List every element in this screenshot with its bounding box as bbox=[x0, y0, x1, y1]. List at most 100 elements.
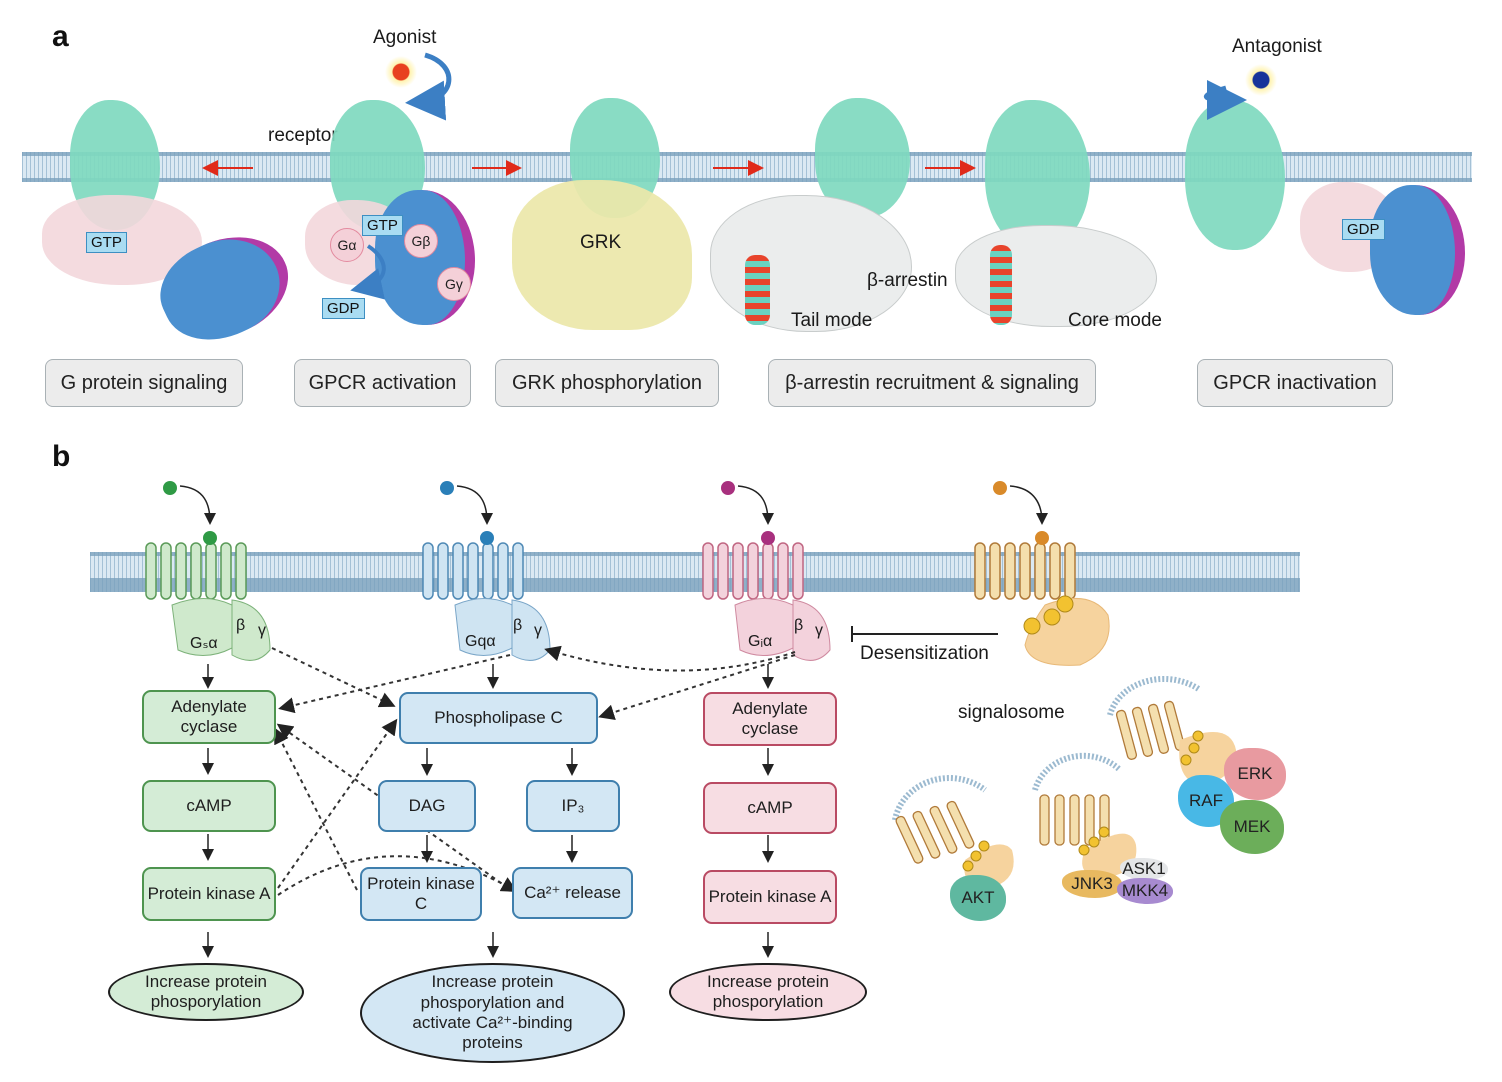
ligand-gq-bound bbox=[480, 531, 494, 545]
gi-protein-kinase-a: Protein kinase A bbox=[703, 870, 837, 924]
ligand-arrow-gq bbox=[456, 485, 493, 525]
antagonist-label: Antagonist bbox=[1232, 36, 1322, 57]
crosstalk-gi-plc bbox=[598, 654, 796, 721]
gs-gamma-label: γ bbox=[258, 622, 266, 639]
gtp-tag-2: GTP bbox=[362, 215, 403, 236]
ggamma-subunit: Gγ bbox=[437, 267, 471, 301]
gdp-tag-6: GDP bbox=[1342, 219, 1385, 240]
signalosome-phospho bbox=[1180, 754, 1192, 766]
gdp-release-arrow bbox=[350, 244, 386, 300]
beta-arrestin-label: β-arrestin bbox=[867, 270, 948, 291]
signalosome-phospho bbox=[962, 860, 974, 872]
agonist-label: Agonist bbox=[373, 27, 437, 48]
gi-alpha-label: Gᵢα bbox=[748, 633, 773, 650]
ligand-gs bbox=[163, 481, 177, 495]
gq-ip3: IP₃ bbox=[526, 780, 620, 832]
gs-beta-label: β bbox=[236, 617, 246, 634]
gq-protein-kinase-c: Protein kinase C bbox=[360, 867, 482, 921]
tail-mode-label: Tail mode bbox=[791, 310, 873, 331]
receptor-desensitized bbox=[974, 542, 1076, 600]
arrestin-core-structure bbox=[955, 225, 1157, 327]
crosstalk-pka-ca bbox=[277, 855, 518, 896]
desensitization-label: Desensitization bbox=[860, 643, 989, 664]
gi-gamma-label: γ bbox=[815, 622, 823, 639]
signalosome-phospho bbox=[970, 850, 982, 862]
gbg-gi bbox=[792, 599, 831, 661]
receptor-core-insert bbox=[990, 245, 1012, 325]
gq-gamma-label: γ bbox=[534, 622, 542, 639]
panel-b-membrane bbox=[90, 552, 1300, 592]
signalosome-receptor-1 bbox=[895, 800, 975, 864]
gtp-tag-1: GTP bbox=[86, 232, 127, 253]
signalosome-phospho bbox=[1188, 742, 1200, 754]
gq-dag: DAG bbox=[378, 780, 476, 832]
ligand-gi bbox=[721, 481, 735, 495]
kinase-mek: MEK bbox=[1220, 800, 1284, 854]
gq-phospholipase-c: Phospholipase C bbox=[399, 692, 598, 744]
ligand-arrow-desens bbox=[1009, 485, 1048, 525]
arrestin-tail-structure bbox=[710, 195, 912, 332]
signalosome-label: signalosome bbox=[958, 702, 1065, 723]
ligand-desens-bound bbox=[1035, 531, 1049, 545]
receptor-label: receptor bbox=[268, 125, 338, 146]
ligand-arrow-gs bbox=[179, 485, 216, 525]
crosstalk-pka-plc bbox=[277, 718, 398, 889]
ligand-desens bbox=[993, 481, 1007, 495]
ligand-gs-bound bbox=[203, 531, 217, 545]
grk-label: GRK bbox=[580, 232, 622, 253]
ligand-gi-bound bbox=[761, 531, 775, 545]
phospho-3 bbox=[1056, 595, 1074, 613]
endosome-2 bbox=[1032, 752, 1123, 791]
signalosome-phospho bbox=[1192, 730, 1204, 742]
signalosome-phospho bbox=[1088, 836, 1100, 848]
antagonist-ligand bbox=[1245, 64, 1277, 96]
panel-a-arrows bbox=[202, 52, 1247, 300]
gi-camp: cAMP bbox=[703, 782, 837, 834]
stage-g-protein-signaling: G protein signaling bbox=[45, 359, 243, 407]
kinase-ask1: ASK1 bbox=[1120, 858, 1168, 880]
gs-outcome: Increase protein phosporylation bbox=[108, 963, 304, 1021]
gs-alpha-label: Gₛα bbox=[190, 635, 218, 652]
stage-beta-arrestin: β-arrestin recruitment & signaling bbox=[768, 359, 1096, 407]
phospho-2 bbox=[1043, 608, 1061, 626]
ligand-arrow-gi bbox=[737, 485, 774, 525]
receptor-gs bbox=[145, 542, 247, 600]
signalosome-receptor-2 bbox=[1039, 794, 1110, 846]
grk-structure bbox=[512, 180, 692, 330]
gbg-gs bbox=[231, 599, 271, 661]
gs-adenylate-cyclase: Adenylate cyclase bbox=[142, 690, 276, 744]
gq-alpha-label: Gqα bbox=[465, 633, 496, 650]
phospho-1 bbox=[1023, 617, 1041, 635]
kinase-akt: AKT bbox=[950, 875, 1006, 921]
phospho-tail bbox=[745, 255, 770, 325]
crosstalk-gi-gq bbox=[544, 645, 796, 672]
receptor-structure-6 bbox=[1185, 100, 1285, 250]
kinase-mkk4: MKK4 bbox=[1117, 878, 1173, 904]
endosome-1 bbox=[892, 775, 987, 821]
ligand-gq bbox=[440, 481, 454, 495]
stage-gpcr-activation: GPCR activation bbox=[294, 359, 471, 407]
panel-a-letter: a bbox=[52, 20, 69, 53]
crosstalk-gs-plc bbox=[271, 647, 396, 708]
receptor-gi bbox=[702, 542, 804, 600]
signalosome-phospho bbox=[978, 840, 990, 852]
core-mode-label: Core mode bbox=[1068, 310, 1162, 331]
stage-grk-phosphorylation: GRK phosphorylation bbox=[495, 359, 719, 407]
gdp-tag-2: GDP bbox=[322, 298, 365, 319]
crosstalk-pkc-ac bbox=[274, 727, 358, 891]
galpha-subunit: Gα bbox=[330, 228, 364, 262]
signalosome-phospho bbox=[1098, 826, 1110, 838]
signalosome-phospho bbox=[1078, 844, 1090, 856]
panel-b-letter: b bbox=[52, 440, 71, 473]
crosstalk-gq-ac bbox=[278, 654, 511, 714]
signalosome-receptor-3 bbox=[1115, 700, 1186, 760]
gi-outcome: Increase protein phosporylation bbox=[669, 963, 867, 1021]
gi-adenylate-cyclase: Adenylate cyclase bbox=[703, 692, 837, 746]
agonist-binding-arrow bbox=[405, 52, 452, 121]
stage-gpcr-inactivation: GPCR inactivation bbox=[1197, 359, 1393, 407]
kinase-erk: ERK bbox=[1224, 748, 1286, 800]
gbeta-subunit: Gβ bbox=[404, 224, 438, 258]
gi-beta-label: β bbox=[794, 617, 804, 634]
